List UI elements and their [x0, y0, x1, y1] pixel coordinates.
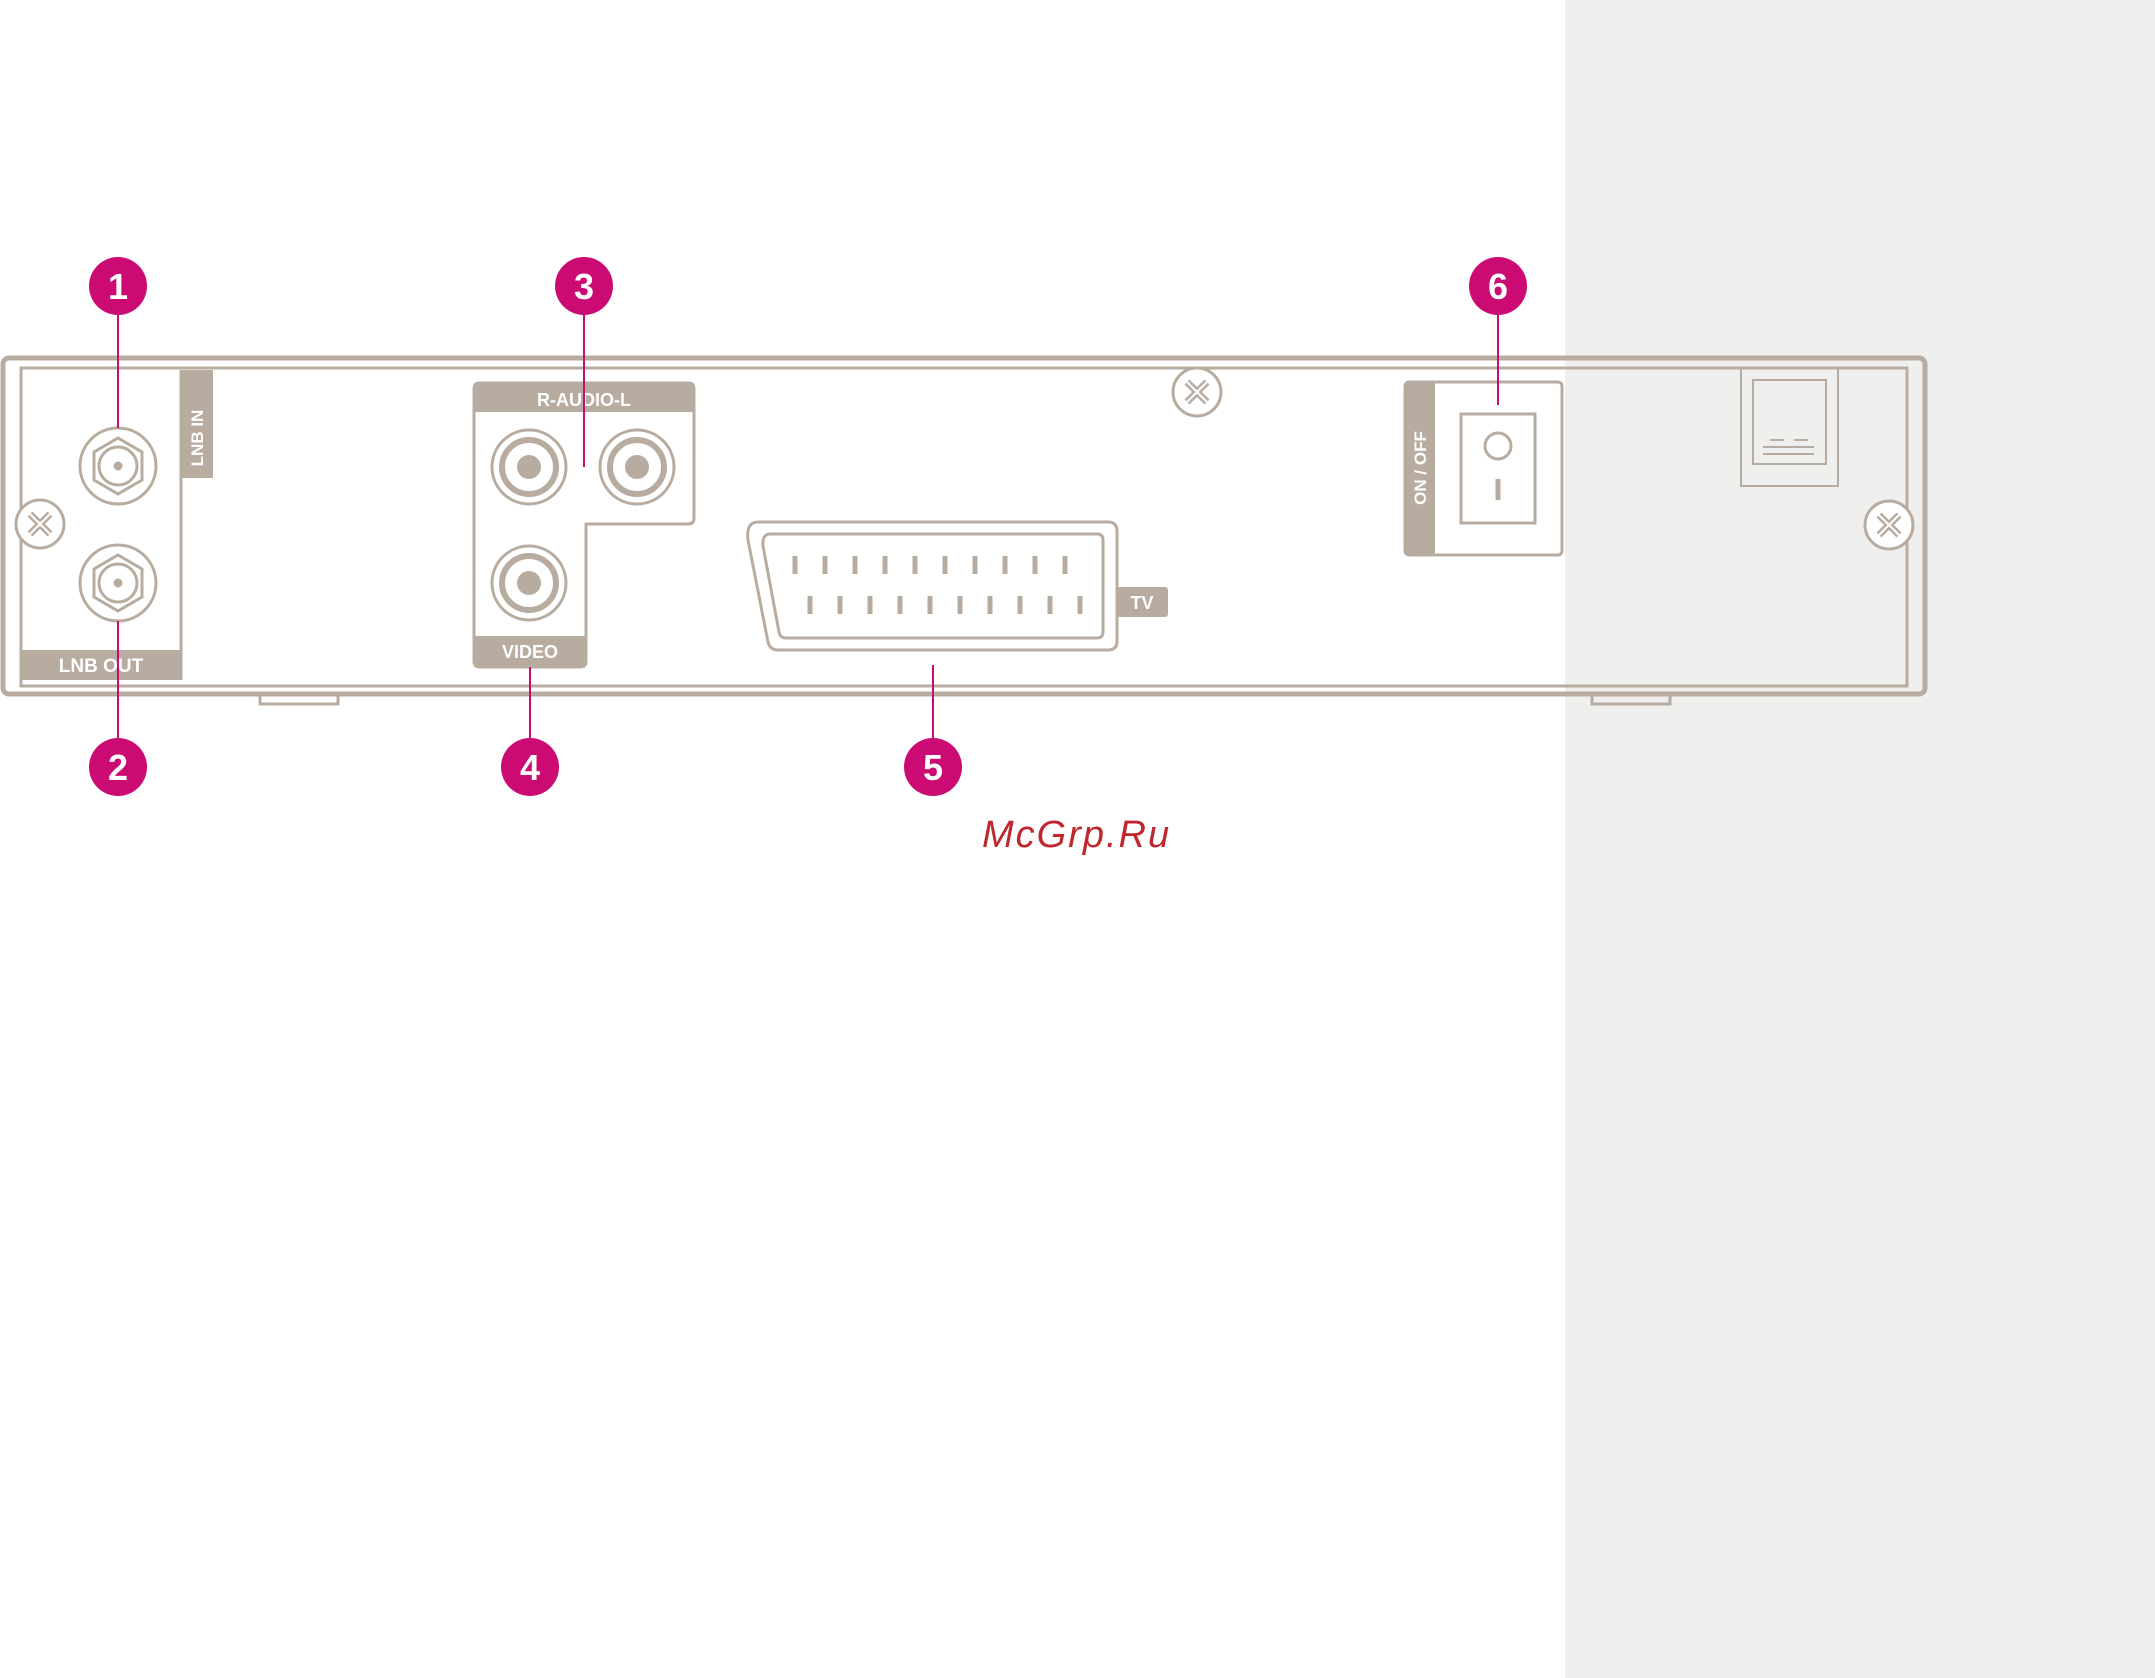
lnb-in-label: LNB IN — [188, 410, 207, 467]
callout-3: 3 — [555, 257, 613, 315]
screw-right-icon — [1865, 501, 1913, 549]
audio-r-jack-icon — [492, 430, 566, 504]
svg-text:6: 6 — [1488, 266, 1508, 307]
callout-leaders — [118, 310, 1498, 738]
svg-text:3: 3 — [574, 266, 594, 307]
callout-5: 5 — [904, 738, 962, 796]
audio-l-jack-icon — [600, 430, 674, 504]
callout-1: 1 — [89, 257, 147, 315]
power-label: ON / OFF — [1411, 431, 1430, 505]
svg-text:1: 1 — [108, 266, 128, 307]
lnb-out-connector-icon — [80, 545, 156, 621]
callout-4: 4 — [501, 738, 559, 796]
screw-left-icon — [16, 500, 64, 548]
watermark: McGrp.Ru — [982, 814, 1171, 857]
svg-text:4: 4 — [520, 747, 540, 788]
lnb-out-label: LNB OUT — [59, 656, 144, 677]
lnb-in-connector-icon — [80, 428, 156, 504]
video-jack-icon — [492, 546, 566, 620]
screw-top-icon — [1173, 368, 1221, 416]
svg-text:5: 5 — [923, 747, 943, 788]
power-socket-icon — [1741, 368, 1838, 486]
svg-text:2: 2 — [108, 747, 128, 788]
tv-label: TV — [1130, 593, 1153, 613]
callout-6: 6 — [1469, 257, 1527, 315]
callout-2: 2 — [89, 738, 147, 796]
scart-connector-icon — [748, 522, 1168, 650]
device-housing — [3, 358, 1925, 704]
video-label: VIDEO — [502, 642, 558, 662]
